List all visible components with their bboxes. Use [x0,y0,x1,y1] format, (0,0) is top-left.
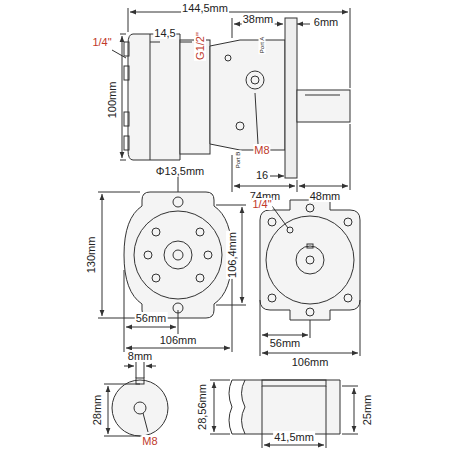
dimension-label: 14,5 [153,27,176,39]
dimension-label: M8 [141,435,158,447]
dimension-label: 8mm [127,350,153,362]
dimension-label: Port A [259,36,266,54]
dimension-label: 16 [255,169,269,181]
dimension-label: 106,4mm [226,231,238,279]
dimension-label: 130mm [85,236,97,275]
dimension-label: 56mm [269,337,302,349]
dimension-label: 56mm [135,312,168,324]
dimension-label: 25mm [361,394,373,427]
dimension-label: M8 [253,144,270,156]
dimension-label: Port B [235,151,242,170]
dimension-label: 100mm [106,81,118,120]
dimension-label: G1/2" [194,31,206,61]
dimension-label: 1/4" [91,36,112,48]
dimension-label: 106mm [159,334,198,346]
dimension-label: Φ13,5mm [155,165,206,177]
dimension-label: 106mm [291,356,330,368]
dimension-label: 6mm [313,16,339,28]
dimension-label: 28mm [91,394,103,427]
dimension-label: 144,5mm [181,2,229,14]
dimension-label: 41,5mm [273,431,315,443]
dimension-label: 28,56mm [196,383,208,431]
dimension-label: 38mm [242,13,275,25]
dimension-label: 48mm [309,190,342,202]
dimension-label: 1/4" [251,198,272,210]
